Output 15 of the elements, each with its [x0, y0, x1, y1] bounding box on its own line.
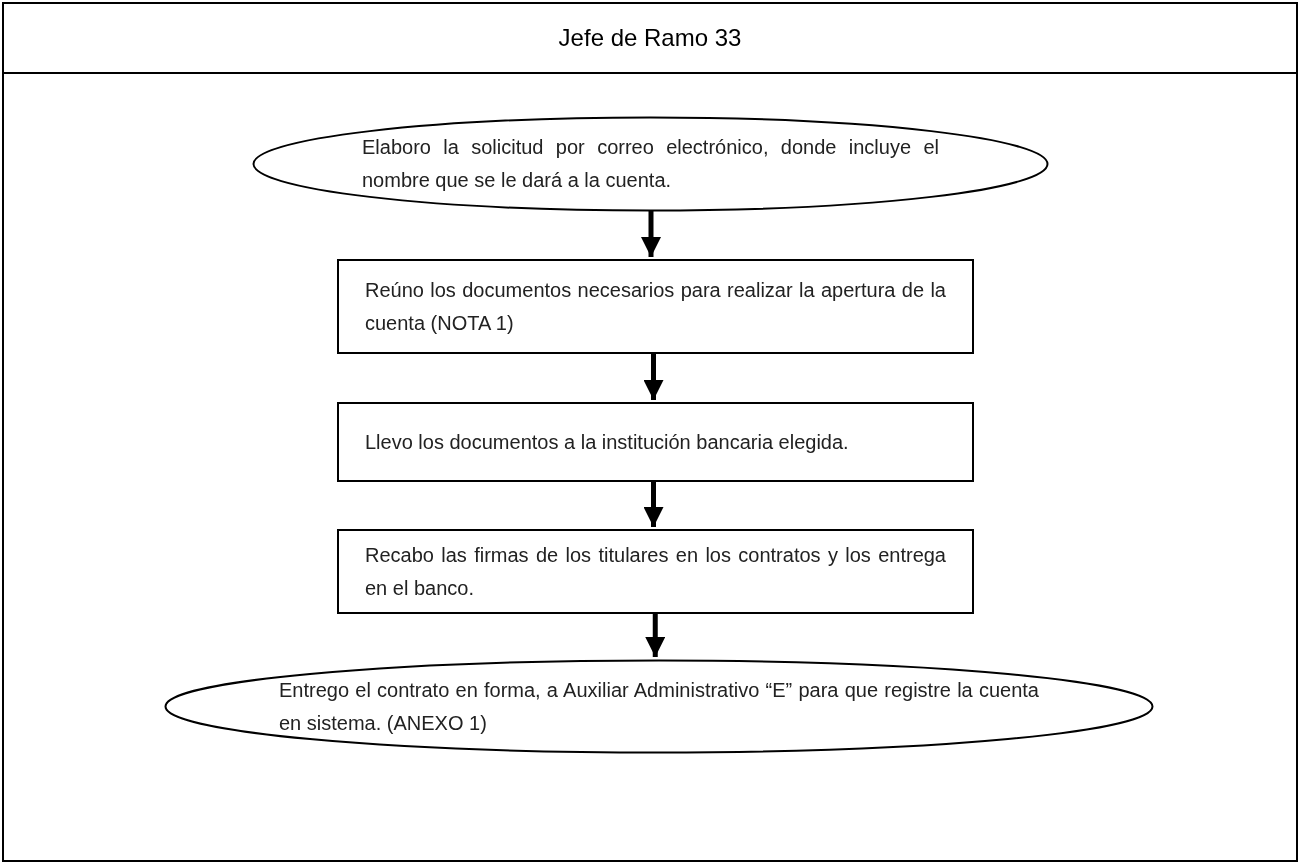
terminal-ellipse	[164, 659, 1154, 754]
arrow	[645, 612, 666, 657]
process-box	[337, 402, 974, 482]
terminal-ellipse	[252, 116, 1049, 212]
step-text: Recabo las firmas de los titulares en los contratos y los entrega en el banco.	[365, 542, 946, 601]
arrow	[643, 352, 664, 400]
step-text: Entrego el contrato en forma, a Auxiliar Administrativo “E” para que registre la cuenta en sistema. (ANEXO 1)	[279, 677, 1039, 736]
process-box	[337, 529, 974, 614]
step-text: Reúno los documentos necesarios para realizar la apertura de la cuenta (NOTA 1)	[365, 277, 946, 336]
lane-title: Jefe de Ramo 33	[558, 23, 742, 53]
arrow	[643, 480, 664, 527]
arrow	[641, 210, 661, 257]
step-text: Llevo los documentos a la institución bancaria elegida.	[365, 429, 850, 455]
step-text: Elaboro la solicitud por correo electrónico, donde incluye el nombre que se le dará a la cuenta.	[362, 135, 939, 193]
process-box	[337, 259, 974, 354]
